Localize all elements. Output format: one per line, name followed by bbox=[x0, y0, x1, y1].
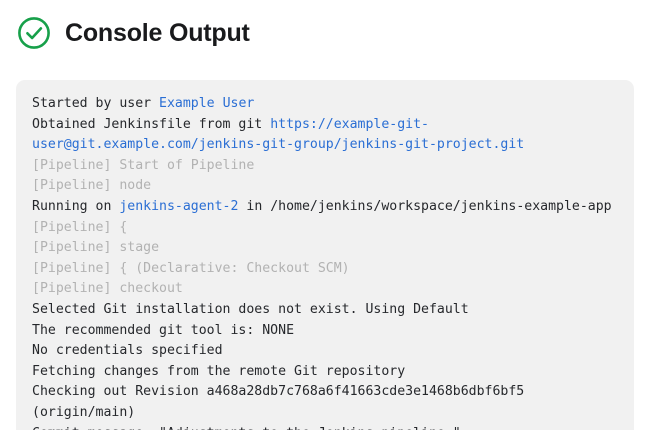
log-line-pipeline-start-of-pipeline: [Pipeline] Start of Pipeline bbox=[32, 156, 618, 177]
log-text: [Pipeline] { (Declarative: Checkout SCM) bbox=[32, 260, 350, 276]
log-text: Fetching changes from the remote Git rep… bbox=[32, 363, 406, 379]
log-line-pipeline-node: [Pipeline] node bbox=[32, 176, 618, 197]
log-text: [Pipeline] Start of Pipeline bbox=[32, 157, 255, 173]
log-line-checking-out-revision: Checking out Revision a468a28db7c768a6f4… bbox=[32, 382, 618, 423]
log-line-recommended-git-tool: The recommended git tool is: NONE bbox=[32, 321, 618, 342]
log-line-selected-git-installation: Selected Git installation does not exist… bbox=[32, 300, 618, 321]
log-text: in /home/jenkins/workspace/jenkins-examp… bbox=[238, 198, 612, 214]
log-text: Started by user bbox=[32, 96, 160, 111]
page-header: Console Output bbox=[0, 0, 650, 52]
check-circle-icon bbox=[16, 15, 52, 51]
log-line-pipeline-declarative-checkout-scm: [Pipeline] { (Declarative: Checkout SCM) bbox=[32, 259, 618, 280]
page-title: Console Output bbox=[65, 18, 250, 47]
log-line-started-by-user: Started by user Example User bbox=[32, 94, 618, 115]
log-link[interactable]: Example User bbox=[159, 96, 255, 111]
log-link[interactable]: jenkins-agent-2 bbox=[119, 198, 239, 214]
log-text: [Pipeline] stage bbox=[32, 240, 160, 256]
log-line-pipeline-checkout: [Pipeline] checkout bbox=[32, 279, 618, 300]
log-text: [Pipeline] node bbox=[32, 178, 152, 194]
log-text: [Pipeline] checkout bbox=[32, 281, 183, 297]
log-line-obtained-jenkinsfile: Obtained Jenkinsfile from git https://ex… bbox=[32, 115, 618, 156]
log-link[interactable]: https://example-git-user@git.example.com… bbox=[32, 116, 525, 153]
log-line-fetching-changes: Fetching changes from the remote Git rep… bbox=[32, 362, 618, 383]
log-line-pipeline-stage: [Pipeline] stage bbox=[32, 238, 618, 259]
log-line-no-credentials-specified: No credentials specified bbox=[32, 341, 618, 362]
log-text: Selected Git installation does not exist… bbox=[32, 301, 469, 317]
log-text: The recommended git tool is: NONE bbox=[32, 322, 295, 338]
log-line-running-on-agent: Running on jenkins-agent-2 in /home/jenk… bbox=[32, 197, 618, 218]
log-line-pipeline-open-brace: [Pipeline] { bbox=[32, 218, 618, 239]
log-text: Running on bbox=[32, 198, 120, 214]
log-text: Checking out Revision a468a28db7c768a6f4… bbox=[32, 384, 533, 420]
log-line-commit-message: Commit message: "Adjustments to the Jenk… bbox=[32, 424, 618, 430]
log-text: Obtained Jenkinsfile from git bbox=[32, 116, 271, 132]
log-text: Commit message: "Adjustments to the Jenk… bbox=[32, 426, 461, 430]
log-text: [Pipeline] { bbox=[32, 219, 128, 235]
log-text: No credentials specified bbox=[32, 343, 223, 359]
